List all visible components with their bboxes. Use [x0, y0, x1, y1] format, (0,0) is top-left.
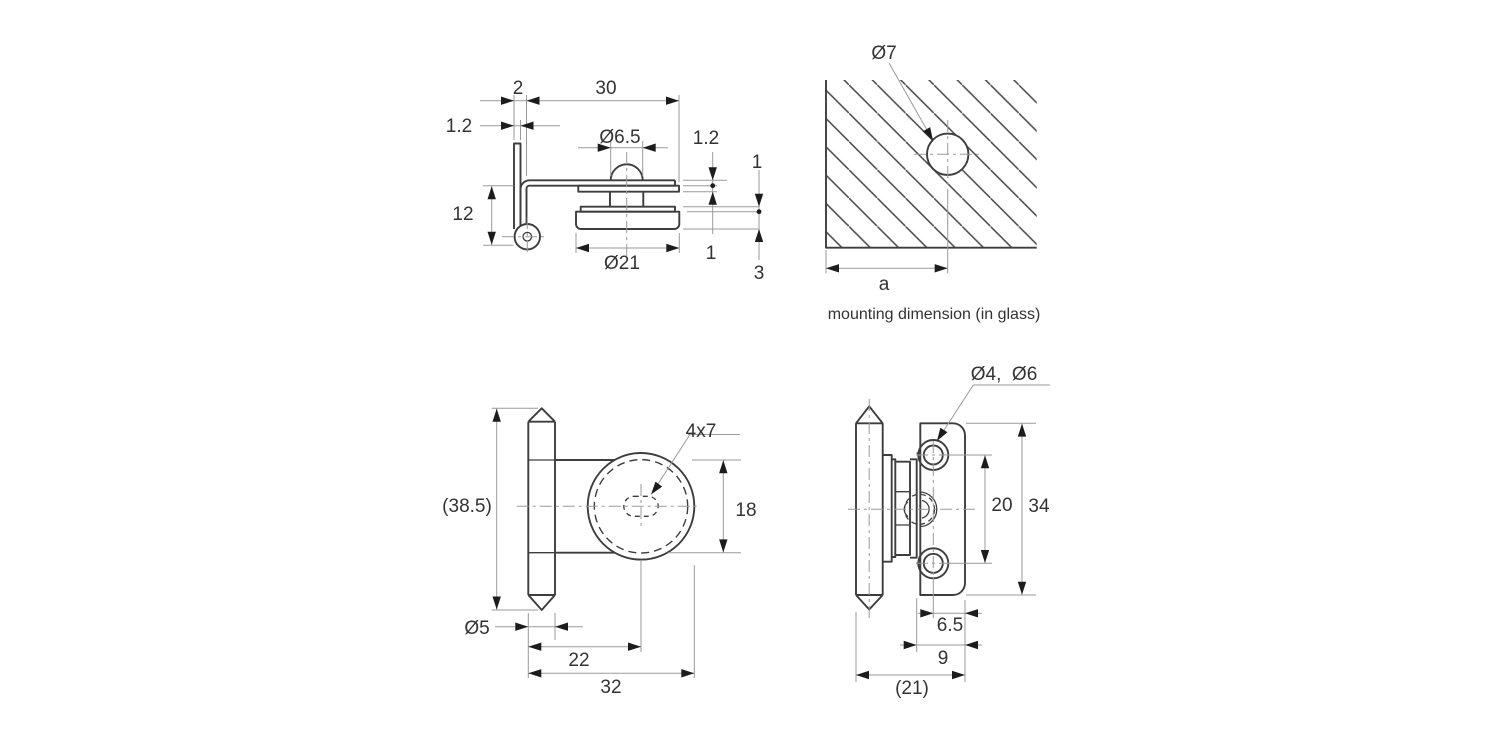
- dim-label-21: (21): [895, 678, 929, 699]
- side-view-dimensions: 2 30 1.2 Ø6.5 1.2 1 12 Ø21 1 3: [446, 78, 765, 284]
- dim-label-34: 34: [1028, 496, 1050, 517]
- side-vertical-plate: [513, 142, 522, 229]
- front-centerlines: [516, 484, 697, 529]
- front-arm: [555, 459, 615, 554]
- side-view-part: [502, 142, 681, 258]
- plate-view-dimensions: Ø4, Ø6 20 34 6.5 9 (21): [855, 364, 1050, 699]
- glass-caption: mounting dimension (in glass): [828, 306, 1041, 323]
- side-knuckle-centerlines: [502, 217, 544, 256]
- dim-label-a: a: [879, 274, 890, 295]
- dim-label-dia4-dia6: Ø4, Ø6: [971, 364, 1038, 385]
- dim-label-1-2-right: 1.2: [693, 128, 719, 149]
- dim-label-2: 2: [513, 78, 524, 99]
- dim-label-18: 18: [735, 500, 756, 521]
- side-spacer: [609, 191, 645, 207]
- slot-leader: [652, 434, 740, 493]
- glass-edges: [825, 80, 1037, 249]
- dim-label-3: 3: [754, 263, 765, 284]
- plate-stack-sections: [895, 491, 910, 526]
- plate-centerlines: [848, 399, 975, 620]
- dim-label-9: 9: [938, 648, 949, 669]
- side-view: 2 30 1.2 Ø6.5 1.2 1 12 Ø21 1 3: [446, 78, 765, 284]
- dim-label-32: 32: [600, 677, 621, 698]
- plate-stack: [882, 452, 922, 565]
- front-slot-4x7: [623, 495, 659, 517]
- dim-label-38-5: (38.5): [442, 496, 492, 517]
- dim-label-dia6-5: Ø6.5: [599, 127, 640, 148]
- dim-label-4x7: 4x7: [686, 421, 717, 442]
- front-pin-sections: [528, 459, 555, 554]
- glass-hatch-area: [826, 80, 1037, 248]
- dim-label-1-2-left: 1.2: [446, 116, 472, 137]
- dim-label-dia5: Ø5: [464, 618, 489, 639]
- dia7-leader: [888, 62, 932, 139]
- side-main-disc: [575, 210, 681, 230]
- dim-label-20: 20: [991, 495, 1012, 516]
- holes-leader: [937, 384, 1050, 440]
- side-dome: [609, 163, 644, 181]
- dim-label-6-5: 6.5: [937, 615, 963, 636]
- front-pin: [527, 407, 556, 611]
- glass-hole-centerlines: [914, 120, 981, 190]
- front-view: (38.5) 4x7 18 Ø5 22 32: [442, 407, 757, 698]
- plate-view: Ø4, Ø6 20 34 6.5 9 (21): [848, 364, 1050, 699]
- front-view-dimensions: (38.5) 4x7 18 Ø5 22 32: [442, 407, 757, 698]
- dim-label-dia7: Ø7: [871, 43, 896, 64]
- dim-label-12: 12: [452, 204, 473, 225]
- side-washer-plate: [577, 184, 680, 193]
- side-arm-leaf: [519, 179, 676, 226]
- glass-view: Ø7 a mounting dimension (in glass): [825, 43, 1041, 323]
- dim-label-22: 22: [568, 650, 589, 671]
- dim-label-1-bottom: 1: [706, 243, 717, 264]
- plate-view-part: [848, 399, 975, 620]
- dim-label-1-top: 1: [752, 152, 763, 173]
- dim-label-dia21: Ø21: [604, 253, 640, 274]
- dim-label-30: 30: [595, 78, 616, 99]
- front-view-part: [516, 407, 697, 611]
